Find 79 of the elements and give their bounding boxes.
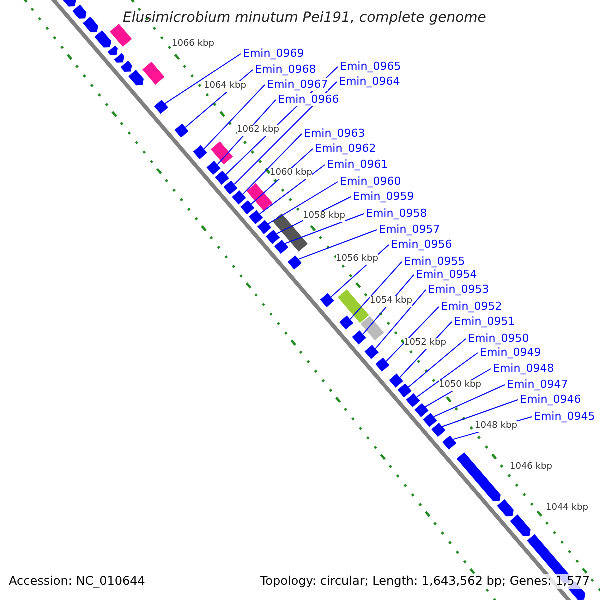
gene-block xyxy=(154,100,168,114)
leader-line xyxy=(434,384,506,418)
gene-block xyxy=(274,240,289,254)
gene-label: Emin_0968 xyxy=(255,63,316,76)
gene-label: Emin_0950 xyxy=(468,332,530,345)
position-label: 1062 kbp xyxy=(237,125,280,136)
leader-line xyxy=(284,214,364,244)
gene-block xyxy=(406,393,420,408)
gene-block xyxy=(442,436,457,450)
leader-line xyxy=(408,338,466,388)
gene-block xyxy=(376,358,390,372)
gene-block xyxy=(206,161,221,176)
gene-label: Emin_0948 xyxy=(493,362,554,375)
leader-line xyxy=(234,82,338,186)
gene-label: Emin_0946 xyxy=(520,393,582,406)
accession-text: Accession: NC_010644 xyxy=(9,574,146,589)
gene-block xyxy=(339,316,354,330)
leader-line xyxy=(259,164,326,215)
gene-label: Emin_0965 xyxy=(340,60,402,73)
gene-block xyxy=(258,220,272,234)
gene-block xyxy=(432,423,446,438)
leader-line xyxy=(268,182,338,225)
gene-block xyxy=(215,170,230,186)
position-label: 1058 kbp xyxy=(303,211,346,222)
gene-label: Emin_0957 xyxy=(379,223,440,236)
position-label: 1066 kbp xyxy=(172,39,214,50)
gene-label: Emin_0945 xyxy=(534,410,596,423)
gene-label: Emin_0961 xyxy=(327,158,388,171)
gene-block xyxy=(320,293,334,308)
gene-block xyxy=(423,413,438,428)
gene-label: Emin_0964 xyxy=(339,75,400,88)
gene-label: Emin_0955 xyxy=(404,255,466,268)
gene-label: Emin_0956 xyxy=(391,238,452,251)
gene-label: Emin_0967 xyxy=(267,78,328,91)
position-label: 1060 kbp xyxy=(270,168,312,179)
gene-label: Emin_0954 xyxy=(416,268,478,281)
gene-block xyxy=(266,230,280,244)
gene-label: Emin_0951 xyxy=(454,315,516,328)
gene-label: Emin_0958 xyxy=(366,207,428,220)
position-label: 1056 kbp xyxy=(336,254,378,265)
position-label: 1044 kbp xyxy=(546,503,588,514)
gene-label: Emin_0952 xyxy=(441,300,502,313)
gene-block xyxy=(364,345,379,360)
gene-block xyxy=(352,330,366,345)
gene-block xyxy=(240,200,255,215)
leader-line xyxy=(350,262,402,320)
leader-line xyxy=(375,290,426,350)
leader-line xyxy=(442,400,518,428)
gene-label: Emin_0969 xyxy=(243,47,304,60)
leader-line xyxy=(204,84,266,150)
map-title: Elusimicrobium minutum Pei191, complete genome xyxy=(123,9,486,27)
position-label: 1054 kbp xyxy=(370,296,412,307)
position-label: 1064 kbp xyxy=(204,81,246,92)
gene-label: Emin_0947 xyxy=(507,378,568,391)
position-label: 1046 kbp xyxy=(510,462,552,473)
gene-label: Emin_0966 xyxy=(278,93,340,106)
leader-line xyxy=(298,230,378,260)
gene-block xyxy=(193,145,208,160)
gene-block xyxy=(224,180,238,195)
gene-block xyxy=(288,256,302,270)
gene-block xyxy=(389,374,404,388)
leader-line xyxy=(242,134,302,195)
gene-block xyxy=(232,190,246,205)
gene-label: Emin_0949 xyxy=(480,346,542,359)
gene-label: Emin_0963 xyxy=(304,127,366,140)
gene-label: Emin_0960 xyxy=(340,175,402,188)
gene-block xyxy=(414,403,429,418)
leader-line xyxy=(164,54,242,104)
leader-line xyxy=(386,306,440,362)
position-label: 1052 kbp xyxy=(404,338,446,349)
gene-label: Emin_0953 xyxy=(428,283,490,296)
gene-block xyxy=(398,384,412,398)
genome-info-text: Topology: circular; Length: 1,643,562 bp; Genes: 1,577 xyxy=(260,574,590,589)
gene-block xyxy=(174,124,189,138)
leader-line xyxy=(416,352,478,398)
gene-label: Emin_0962 xyxy=(315,142,376,155)
position-label: 1050 kbp xyxy=(439,380,482,391)
gene-label: Emin_0959 xyxy=(353,190,414,203)
position-label: 1048 kbp xyxy=(475,421,518,432)
